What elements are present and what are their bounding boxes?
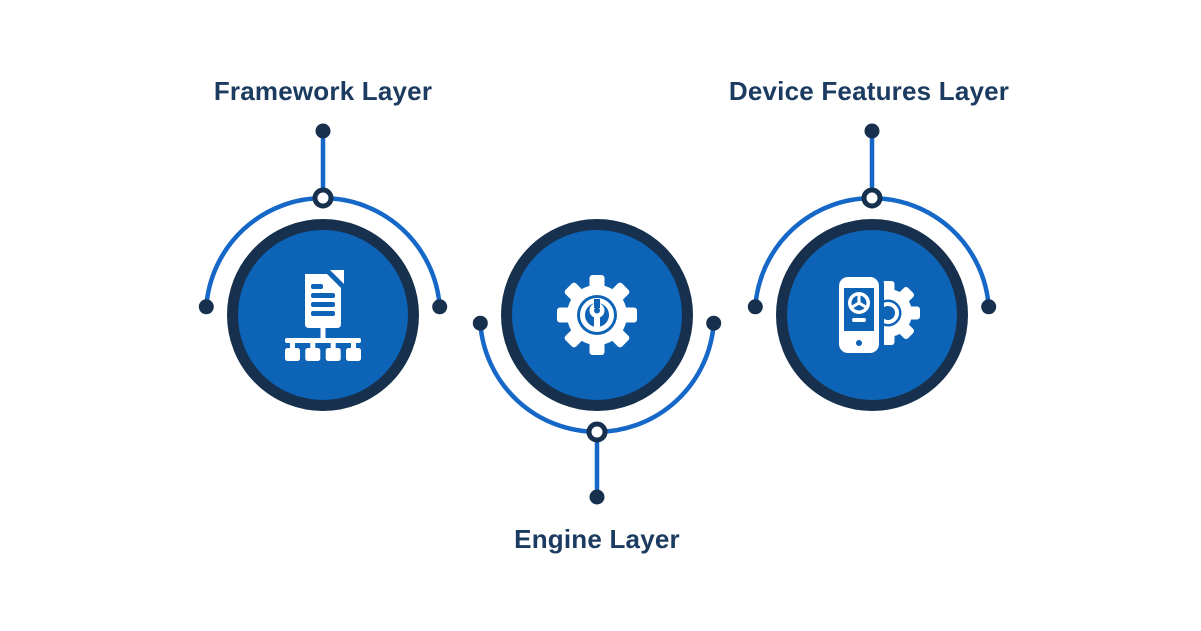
tree-stub bbox=[330, 343, 336, 348]
tree-stub bbox=[310, 343, 316, 348]
device-features-arc-left-dot bbox=[747, 299, 763, 315]
engine-ring-node bbox=[586, 421, 608, 443]
tree-stub bbox=[290, 343, 295, 348]
tree-trunk bbox=[320, 328, 326, 338]
document-body bbox=[305, 274, 341, 328]
framework-connector bbox=[198, 123, 448, 315]
document-line bbox=[311, 284, 323, 289]
phone-home-button bbox=[856, 340, 862, 346]
device-features-ring-node bbox=[861, 187, 883, 209]
framework-layer-title: Framework Layer bbox=[213, 76, 433, 106]
tree-stub bbox=[351, 343, 356, 348]
tree-leaf-box bbox=[325, 348, 341, 361]
gear bbox=[557, 275, 637, 355]
gear-wrench-icon bbox=[557, 275, 637, 355]
device-features-connector bbox=[747, 123, 997, 315]
device-features-stem-dot bbox=[864, 123, 880, 139]
tree-leaf-box bbox=[285, 348, 300, 361]
document-line bbox=[311, 302, 335, 307]
engine-arc-left-dot bbox=[472, 315, 488, 331]
engine-arc-right-dot bbox=[706, 315, 722, 331]
document-line bbox=[311, 293, 335, 298]
framework-arc-right-dot bbox=[432, 299, 448, 315]
wrench bbox=[589, 299, 605, 329]
engine-connector bbox=[472, 315, 722, 505]
framework-stem-dot bbox=[315, 123, 331, 139]
framework-circle bbox=[227, 219, 419, 411]
engine-stem-dot bbox=[589, 489, 605, 505]
device-features-circle bbox=[776, 219, 968, 411]
tree-leaf-box bbox=[346, 348, 361, 361]
dashboard-wheel bbox=[848, 292, 870, 314]
document-fold bbox=[330, 270, 344, 284]
screen-text-line bbox=[852, 318, 866, 322]
phone-gear-icon bbox=[834, 272, 920, 358]
engine-circle bbox=[501, 219, 693, 411]
framework-ring-node bbox=[312, 187, 334, 209]
document-hierarchy-icon bbox=[285, 270, 361, 361]
tree-leaf-box bbox=[305, 348, 321, 361]
document-line bbox=[311, 311, 335, 316]
framework-arc-left-dot bbox=[198, 299, 214, 315]
engine-layer-title: Engine Layer bbox=[514, 524, 680, 554]
device-features-arc-right-dot bbox=[981, 299, 997, 315]
tree-bar bbox=[285, 338, 361, 343]
device-features-layer-title: Device Features Layer bbox=[728, 76, 1010, 106]
